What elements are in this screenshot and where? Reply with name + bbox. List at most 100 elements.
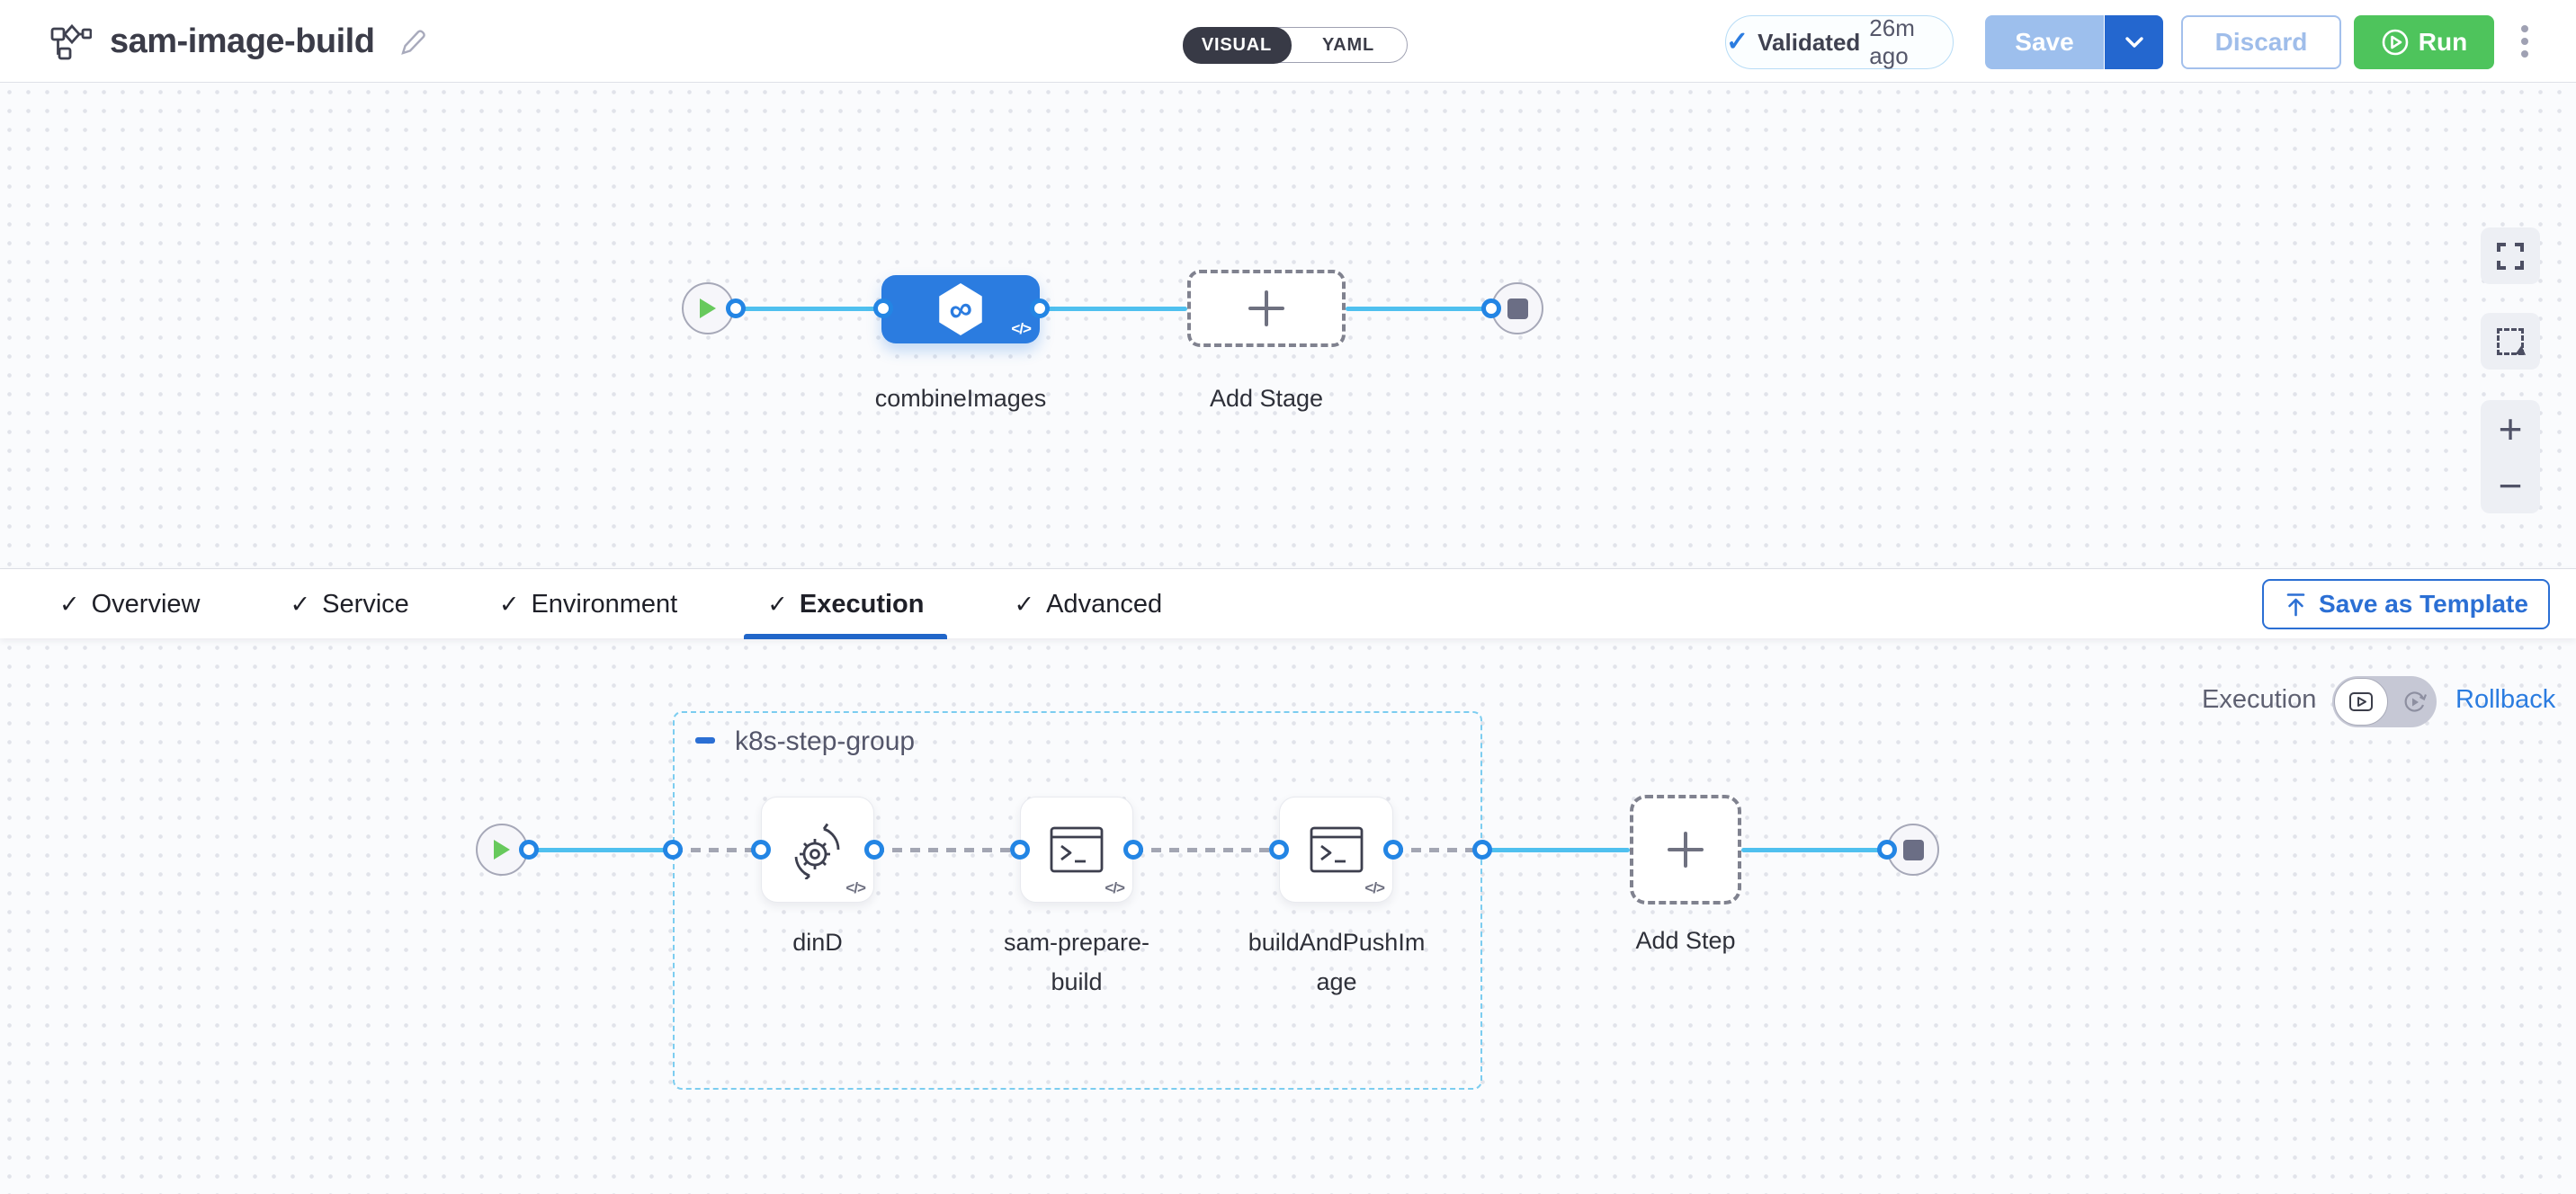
dind-out-port[interactable]: [864, 840, 884, 860]
edge-push-to-group: [1393, 848, 1482, 852]
edge-addstage-to-end: [1346, 307, 1491, 311]
edge-group-to-addstep: [1482, 848, 1630, 852]
step-node-sam-prepare-build[interactable]: </>: [1020, 797, 1133, 903]
stage-label: combineImages: [874, 385, 1047, 412]
gear-sync-icon: [794, 823, 840, 879]
group-in-port[interactable]: [663, 840, 683, 860]
run-button[interactable]: Run: [2354, 15, 2494, 69]
stage-tabbar: ✓ Overview ✓ Service ✓ Environment ✓ Exe…: [0, 568, 2576, 639]
selection-icon: [2497, 327, 2529, 360]
edge-group-to-dind: [673, 848, 761, 852]
save-split-button: Save: [1985, 15, 2163, 69]
check-icon: ✓: [767, 590, 788, 618]
add-step-button[interactable]: [1630, 795, 1741, 904]
add-step-label: Add Step: [1635, 927, 1736, 954]
stop-icon: [1902, 839, 1924, 860]
header: sam-image-build VISUAL YAML ✓ Validated …: [0, 0, 2576, 83]
more-options-icon[interactable]: [2509, 21, 2540, 62]
zoom-controls: + −: [2481, 400, 2540, 513]
add-stage-button[interactable]: [1187, 270, 1346, 347]
save-as-template-button[interactable]: Save as Template: [2262, 579, 2550, 629]
step-node-dind[interactable]: </>: [761, 797, 874, 903]
code-badge: </>: [1364, 879, 1385, 896]
pipeline-start-node: [682, 282, 734, 334]
edge-addstep-to-end: [1741, 848, 1887, 852]
stage-out-port[interactable]: [1030, 298, 1050, 318]
prepare-in-port[interactable]: [1010, 840, 1030, 860]
step-node-buildandpushimage[interactable]: </>: [1279, 797, 1393, 903]
rollback-view-button[interactable]: [2402, 676, 2428, 727]
tab-execution[interactable]: ✓ Execution: [744, 569, 948, 639]
check-icon: ✓: [59, 590, 80, 618]
tab-service[interactable]: ✓ Service: [290, 589, 409, 619]
page-title: sam-image-build: [110, 22, 375, 60]
rollback-view-icon: [2404, 691, 2428, 712]
play-icon: [494, 840, 510, 860]
exec-end-in-port[interactable]: [1877, 840, 1897, 860]
execution-view-button[interactable]: [2334, 678, 2388, 726]
step-group-name: k8s-step-group: [735, 726, 916, 756]
check-icon: ✓: [290, 590, 311, 618]
validated-time: 26m ago: [1869, 14, 1915, 69]
plus-icon: [1248, 290, 1284, 326]
group-out-port[interactable]: [1472, 840, 1492, 860]
pipeline-end-node: [1491, 282, 1543, 334]
push-in-port[interactable]: [1269, 840, 1289, 860]
edge-dind-to-prepare: [874, 848, 1020, 852]
edge-prepare-to-push: [1133, 848, 1279, 852]
add-stage-label: Add Stage: [1209, 385, 1324, 412]
plus-icon: [1668, 832, 1704, 868]
execution-view-icon: [2349, 691, 2373, 711]
zoom-out-button[interactable]: −: [2481, 457, 2540, 513]
play-circle-icon: [2382, 29, 2409, 56]
save-dropdown-button[interactable]: [2105, 15, 2163, 69]
tab-overview[interactable]: ✓ Overview: [59, 589, 201, 619]
header-left: sam-image-build: [50, 0, 428, 83]
code-badge: </>: [1105, 879, 1125, 896]
save-button[interactable]: Save: [1985, 15, 2105, 69]
edge-stage-to-addstage: [1040, 307, 1187, 311]
discard-button[interactable]: Discard: [2181, 15, 2341, 69]
execution-rollback-toggle: [2332, 676, 2437, 727]
tab-advanced[interactable]: ✓ Advanced: [1014, 589, 1163, 619]
check-icon: ✓: [1726, 27, 1749, 57]
step-label-dind: dinD: [792, 929, 843, 956]
rollback-link[interactable]: Rollback: [2455, 685, 2556, 714]
validated-label: Validated: [1758, 28, 1861, 56]
yaml-mode-button[interactable]: YAML: [1290, 28, 1407, 62]
chained-pipeline-icon: ∞: [939, 283, 982, 335]
stop-icon: [1507, 298, 1528, 319]
push-out-port[interactable]: [1383, 840, 1403, 860]
step-group-k8s[interactable]: [673, 711, 1482, 1090]
exec-start-out-port[interactable]: [519, 840, 539, 860]
pipeline-icon: [50, 23, 92, 60]
validated-badge[interactable]: ✓ Validated 26m ago: [1725, 14, 1954, 69]
upload-icon: [2286, 593, 2305, 616]
visual-yaml-toggle: VISUAL YAML: [1182, 26, 1408, 64]
stage-in-port[interactable]: [873, 298, 893, 318]
run-label: Run: [2418, 28, 2468, 56]
dind-in-port[interactable]: [751, 840, 771, 860]
execution-canvas[interactable]: [0, 638, 2576, 1194]
prepare-out-port[interactable]: [1123, 840, 1143, 860]
stage-node-combineimages[interactable]: ∞ </>: [881, 275, 1040, 343]
start-out-port[interactable]: [726, 298, 746, 318]
end-in-port[interactable]: [1481, 298, 1501, 318]
fullscreen-icon: [2497, 242, 2524, 270]
step-label-buildandpushimage: buildAndPushImage: [1248, 929, 1426, 995]
play-icon: [700, 298, 716, 318]
tab-environment[interactable]: ✓ Environment: [498, 589, 678, 619]
edge-start-to-group: [529, 848, 675, 852]
zoom-in-button[interactable]: +: [2481, 400, 2540, 457]
chevron-down-icon: [2124, 36, 2143, 48]
check-icon: ✓: [1014, 590, 1035, 618]
collapse-group-icon[interactable]: [695, 737, 715, 744]
code-badge: </>: [1011, 320, 1032, 337]
step-label-sam-prepare-build: sam-prepare-build: [1003, 929, 1150, 995]
multi-select-button[interactable]: [2481, 313, 2540, 370]
edge-start-to-stage: [736, 307, 883, 311]
visual-mode-button[interactable]: VISUAL: [1182, 26, 1292, 64]
fullscreen-button[interactable]: [2481, 227, 2540, 284]
edit-title-icon[interactable]: [398, 26, 428, 57]
